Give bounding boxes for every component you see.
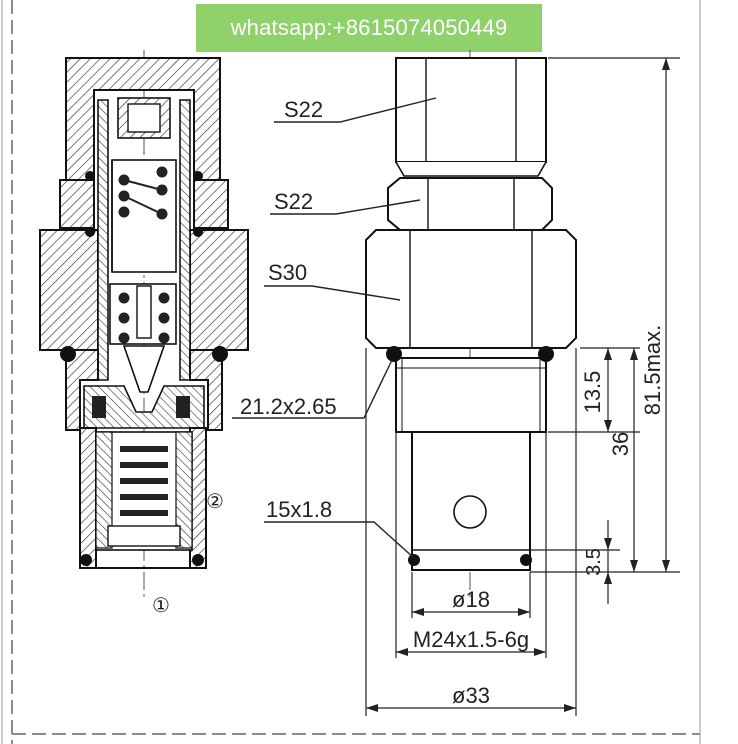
- label-oring-bottom: 15x1.8: [266, 497, 332, 522]
- contact-text: whatsapp:+8615074050449: [230, 15, 508, 40]
- port-1-label: ①: [152, 595, 170, 617]
- label-hex-top: S22: [284, 97, 323, 122]
- dimension-arrows: [366, 58, 670, 712]
- label-oring-top: 21.2x2.65: [240, 394, 337, 419]
- label-hex-mid: S22: [274, 189, 313, 214]
- port-2-label: ②: [206, 491, 224, 513]
- dim-bore-diameter: ø18: [452, 587, 490, 612]
- frame-border: [1, 0, 701, 744]
- contact-banner: whatsapp:+8615074050449: [196, 4, 542, 52]
- dim-overall-length: 81.5max.: [640, 325, 665, 416]
- dim-body-length: 36: [608, 432, 633, 456]
- dimension-lines: [365, 57, 680, 716]
- label-hex-body: S30: [268, 260, 307, 285]
- dim-thread-length: 13.5: [580, 371, 605, 414]
- dim-thread-spec: M24x1.5-6g: [413, 627, 529, 652]
- exterior-view: [365, 50, 577, 600]
- leader-lines: [232, 97, 437, 559]
- dim-body-diameter: ø33: [452, 683, 490, 708]
- section-view: ① ②: [39, 50, 249, 617]
- dim-tip-length: 3.5: [583, 548, 605, 576]
